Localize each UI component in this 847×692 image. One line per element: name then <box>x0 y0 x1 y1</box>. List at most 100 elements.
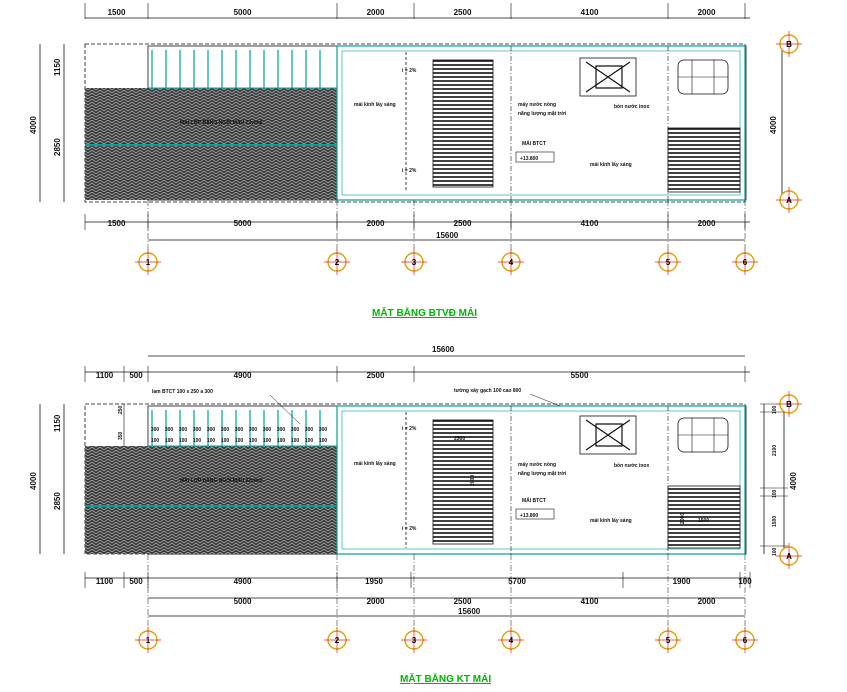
axis-column-2: 2 <box>335 258 340 267</box>
plan-title: MẶT BẰNG KT MÁI <box>400 672 491 685</box>
rafter-gap: 300 <box>207 427 216 433</box>
rafter-gap: 300 <box>221 427 230 433</box>
top-dim: 4900 <box>234 371 252 380</box>
rafter-width: 100 <box>277 438 286 444</box>
rafter-gap: 300 <box>193 427 202 433</box>
skylight-right <box>667 485 741 549</box>
bottom-dim-2: 5000 <box>234 597 252 606</box>
left-dim: 2850 <box>53 138 62 156</box>
water-tank-icon <box>677 417 729 453</box>
skylight-left <box>432 419 494 545</box>
bottom-dim: 2500 <box>454 219 472 228</box>
axis-row-B: B <box>786 400 792 409</box>
slope-label: i = 2% <box>402 426 417 432</box>
axis-column-6: 6 <box>743 258 748 267</box>
axis-column-5: 5 <box>666 258 671 267</box>
rafter-width: 100 <box>151 438 160 444</box>
axis-row-A: A <box>786 196 792 205</box>
axis-column-6: 6 <box>743 636 748 645</box>
solar-heater-icon <box>579 415 637 455</box>
roof-tile-label: MÁI LỢP BẰNG NGÓI MÀU 22v/m2 <box>180 118 263 126</box>
total-dim: 15600 <box>458 607 481 616</box>
bottom-dim: 4100 <box>581 219 599 228</box>
rafter-width: 100 <box>305 438 314 444</box>
top-dim: 5500 <box>571 371 589 380</box>
top-dim: 1100 <box>96 371 114 380</box>
skylight-height: 2000 <box>470 475 476 486</box>
top-dim: 2500 <box>454 8 472 17</box>
tank-label: bồn nước inox <box>614 104 649 110</box>
right-dim: 4000 <box>769 116 778 134</box>
skylight2-height: 2000 <box>680 513 686 524</box>
solar-label: máy nước nóng <box>518 102 556 108</box>
rafter-gap: 300 <box>165 427 174 433</box>
left-total-dim: 4000 <box>29 116 38 134</box>
bottom-dim: 5700 <box>508 577 526 586</box>
rafter-gap: 300 <box>179 427 188 433</box>
right-dim: 2100 <box>772 445 778 456</box>
rafter-width: 100 <box>235 438 244 444</box>
bottom-dim: 1900 <box>673 577 691 586</box>
roof-btct-label: MÁI BTCT <box>522 497 546 504</box>
rafter-width: 100 <box>221 438 230 444</box>
skylight-right <box>667 127 741 193</box>
bottom-dim: 4900 <box>234 577 252 586</box>
bottom-dim: 500 <box>129 577 143 586</box>
rafter-width: 100 <box>319 438 328 444</box>
rafter-width: 100 <box>291 438 300 444</box>
rafter-gap: 300 <box>235 427 244 433</box>
bottom-dim: 1100 <box>96 577 114 586</box>
top-dim: 5000 <box>234 8 252 17</box>
top-dim: 4100 <box>581 8 599 17</box>
left-dim: 1150 <box>53 58 62 76</box>
skylight-label: mái kính lấy sáng <box>590 161 632 168</box>
rafter-gap: 300 <box>151 427 160 433</box>
rafter-gap: 300 <box>305 427 314 433</box>
bottom-dim: 5000 <box>234 219 252 228</box>
tile-roof-area <box>85 446 337 554</box>
bottom-dim-2: 2000 <box>698 597 716 606</box>
bottom-dim: 1950 <box>365 577 383 586</box>
solar-label-2: năng lượng mặt trời <box>518 111 567 117</box>
rafter-gap: 300 <box>291 427 300 433</box>
right-dim: 1500 <box>772 516 778 527</box>
axis-column-4: 4 <box>509 258 514 267</box>
solar-label: máy nước nóng <box>518 462 556 468</box>
slope-label: i = 2% <box>402 168 417 174</box>
rafter-width: 100 <box>263 438 272 444</box>
solar-heater-icon <box>579 57 637 97</box>
axis-row-A: A <box>786 552 792 561</box>
left-inner-dim: 250 <box>118 405 124 414</box>
roof-btct-label: MÁI BTCT <box>522 140 546 147</box>
plan-title: MẶT BẰNG BTVĐ MÁI <box>372 306 477 319</box>
rafter-gap: 300 <box>263 427 272 433</box>
skylight-label: mái kính lấy sáng <box>354 101 396 108</box>
axis-column-1: 1 <box>146 636 151 645</box>
rafter-width: 100 <box>193 438 202 444</box>
rafter-width: 100 <box>207 438 216 444</box>
axis-column-1: 1 <box>146 258 151 267</box>
rafter-width: 100 <box>165 438 174 444</box>
skylight-width: 2500 <box>454 436 465 442</box>
right-dim: 100 <box>772 489 778 498</box>
top-dim: 2000 <box>367 8 385 17</box>
top-total-dim: 15600 <box>432 345 455 354</box>
slope-label: i = 2% <box>402 68 417 74</box>
axis-column-3: 3 <box>412 636 417 645</box>
bottom-dim: 100 <box>738 577 752 586</box>
bottom-dim-2: 2500 <box>454 597 472 606</box>
rafter-label: lam BTCT 100 x 250 a 300 <box>152 389 213 395</box>
rafter-width: 100 <box>179 438 188 444</box>
rafter-gap: 300 <box>277 427 286 433</box>
axis-column-2: 2 <box>335 636 340 645</box>
right-total-dim: 4000 <box>789 472 798 490</box>
right-dim: 100 <box>772 547 778 556</box>
bottom-dim-2: 4100 <box>581 597 599 606</box>
right-dim: 100 <box>772 405 778 414</box>
axis-column-5: 5 <box>666 636 671 645</box>
axis-column-4: 4 <box>509 636 514 645</box>
left-dim: 2850 <box>53 492 62 510</box>
